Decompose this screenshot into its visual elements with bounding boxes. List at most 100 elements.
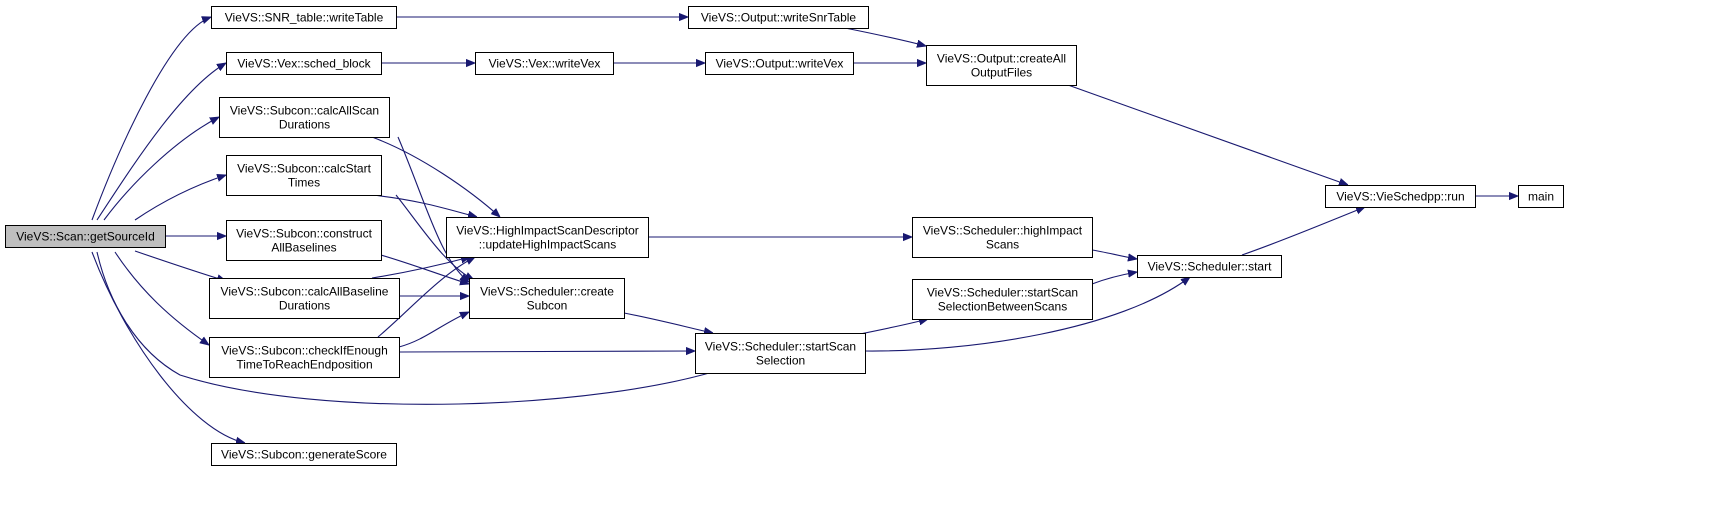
node-box bbox=[226, 220, 382, 261]
node-schedulerStart[interactable]: VieVS::Scheduler::start bbox=[1137, 255, 1282, 278]
node-label: ::updateHighImpactScans bbox=[479, 238, 616, 252]
node-box bbox=[446, 217, 649, 258]
edge-createSubcon-to-calcStart bbox=[395, 194, 474, 280]
node-label: VieVS::Subcon::calcAllScan bbox=[230, 104, 379, 118]
node-box bbox=[1137, 255, 1282, 278]
edge-checkIfEnough-to-getSourceId bbox=[114, 251, 209, 345]
node-label: Times bbox=[288, 176, 320, 190]
edge-updateHI-to-calcAllScan bbox=[371, 136, 500, 217]
node-getSourceId[interactable]: VieVS::Scan::getSourceId bbox=[5, 225, 166, 248]
edge-startScanSelBetween-to-startScanSel bbox=[854, 319, 928, 336]
node-label: VieVS::Output::writeVex bbox=[716, 57, 844, 71]
node-label: VieVS::Scheduler::create bbox=[480, 285, 614, 299]
edge-schedblock-to-getSourceId bbox=[96, 63, 226, 221]
node-label: VieVS::Scheduler::highImpact bbox=[923, 224, 1083, 238]
node-writeSnrTable[interactable]: VieVS::Output::writeSnrTable bbox=[688, 6, 869, 29]
edge-calcAllScan-to-getSourceId bbox=[103, 117, 219, 221]
edge-startScanSel-to-getSourceId bbox=[96, 251, 729, 405]
node-label: VieVS::Vex::writeVex bbox=[489, 57, 601, 71]
node-updateHighImpact[interactable]: VieVS::HighImpactScanDescriptor::updateH… bbox=[446, 217, 649, 258]
node-box bbox=[695, 333, 866, 374]
node-label: VieVS::Output::writeSnrTable bbox=[701, 11, 857, 25]
node-label: VieVS::Scheduler::startScan bbox=[927, 286, 1078, 300]
node-box bbox=[1325, 185, 1476, 208]
node-label: VieVS::Vex::sched_block bbox=[237, 57, 371, 71]
edge-updateHI-to-calcAllBaseline bbox=[371, 257, 470, 279]
node-label: SelectionBetweenScans bbox=[938, 300, 1067, 314]
node-box bbox=[912, 279, 1093, 320]
node-box bbox=[475, 52, 614, 75]
node-label: AllBaselines bbox=[271, 241, 336, 255]
edge-generateScore-to-getSourceId bbox=[91, 251, 245, 443]
nodes-layer: VieVS::Scan::getSourceId VieVS::SNR_table… bbox=[5, 6, 1564, 466]
edge-start-to-highImpact bbox=[1091, 249, 1137, 259]
node-label: Durations bbox=[279, 118, 330, 132]
node-label: VieVS::Scheduler::start bbox=[1148, 260, 1273, 274]
node-label: VieVS::Output::createAll bbox=[937, 52, 1066, 66]
node-label: VieVS::Scan::getSourceId bbox=[16, 230, 155, 244]
node-label: VieVS::HighImpactScanDescriptor bbox=[456, 224, 639, 238]
edge-calcAllBaseline-to-getSourceId bbox=[134, 250, 226, 281]
edge-createSubcon-to-calcAllScan bbox=[397, 136, 469, 282]
edge-updateHI-to-checkIfEnough bbox=[377, 257, 475, 338]
node-box bbox=[209, 278, 400, 319]
node-box bbox=[209, 337, 400, 378]
node-label: Scans bbox=[986, 238, 1019, 252]
node-checkIfEnough[interactable]: VieVS::Subcon::checkIfEnoughTimeToReachE… bbox=[209, 337, 400, 378]
node-box bbox=[926, 45, 1077, 86]
node-label: VieVS::Subcon::checkIfEnough bbox=[221, 344, 388, 358]
edge-updateHI-to-calcStart bbox=[371, 194, 477, 217]
edge-startScanSel-to-checkIfEnough bbox=[398, 351, 695, 352]
node-box bbox=[219, 97, 390, 138]
node-box bbox=[688, 6, 869, 29]
node-label: VieVS::Subcon::calcAllBaseline bbox=[221, 285, 389, 299]
edge-start-to-startScanSelBetween bbox=[1091, 272, 1137, 285]
edge-writeTable-to-getSourceId bbox=[91, 17, 211, 221]
node-label: VieVS::Subcon::generateScore bbox=[221, 448, 387, 462]
node-main[interactable]: main bbox=[1518, 185, 1564, 208]
edge-startScanSel-to-createSubcon bbox=[623, 312, 713, 333]
node-writeVex[interactable]: VieVS::Vex::writeVex bbox=[475, 52, 614, 75]
node-label: VieVS::Scheduler::startScan bbox=[705, 340, 856, 354]
node-startScanSelectionBetween[interactable]: VieVS::Scheduler::startScanSelectionBetw… bbox=[912, 279, 1093, 320]
node-box bbox=[211, 6, 397, 29]
node-label: Subcon bbox=[527, 299, 568, 313]
node-generateScore[interactable]: VieVS::Subcon::generateScore bbox=[211, 443, 397, 466]
edge-createSubcon-to-checkIfEnough bbox=[398, 311, 469, 348]
edge-createSubcon-to-construct bbox=[380, 254, 469, 284]
edge-calcStart-to-getSourceId bbox=[134, 175, 226, 221]
node-box bbox=[912, 217, 1093, 258]
node-label: Selection bbox=[756, 354, 805, 368]
node-outWriteVex[interactable]: VieVS::Output::writeVex bbox=[705, 52, 854, 75]
node-sched_block[interactable]: VieVS::Vex::sched_block bbox=[226, 52, 382, 75]
node-run[interactable]: VieVS::VieSchedpp::run bbox=[1325, 185, 1476, 208]
node-box bbox=[226, 155, 382, 196]
edge-createAll-to-writeSnrTable bbox=[844, 27, 926, 46]
node-label: main bbox=[1528, 190, 1554, 204]
node-box bbox=[211, 443, 397, 466]
node-box bbox=[469, 278, 625, 319]
node-label: VieVS::SNR_table::writeTable bbox=[225, 11, 384, 25]
node-label: VieVS::Subcon::construct bbox=[236, 227, 373, 241]
node-label: TimeToReachEndposition bbox=[236, 358, 372, 372]
edge-run-to-createAll bbox=[1067, 84, 1348, 185]
node-box bbox=[1518, 185, 1564, 208]
node-label: OutputFiles bbox=[971, 66, 1032, 80]
edge-run-to-start bbox=[1241, 206, 1365, 256]
node-box bbox=[5, 225, 166, 248]
node-label: VieVS::VieSchedpp::run bbox=[1336, 190, 1464, 204]
node-box bbox=[705, 52, 854, 75]
node-label: VieVS::Subcon::calcStart bbox=[237, 162, 372, 176]
node-box bbox=[226, 52, 382, 75]
node-label: Durations bbox=[279, 299, 330, 313]
node-writeTable[interactable]: VieVS::SNR_table::writeTable bbox=[211, 6, 397, 29]
